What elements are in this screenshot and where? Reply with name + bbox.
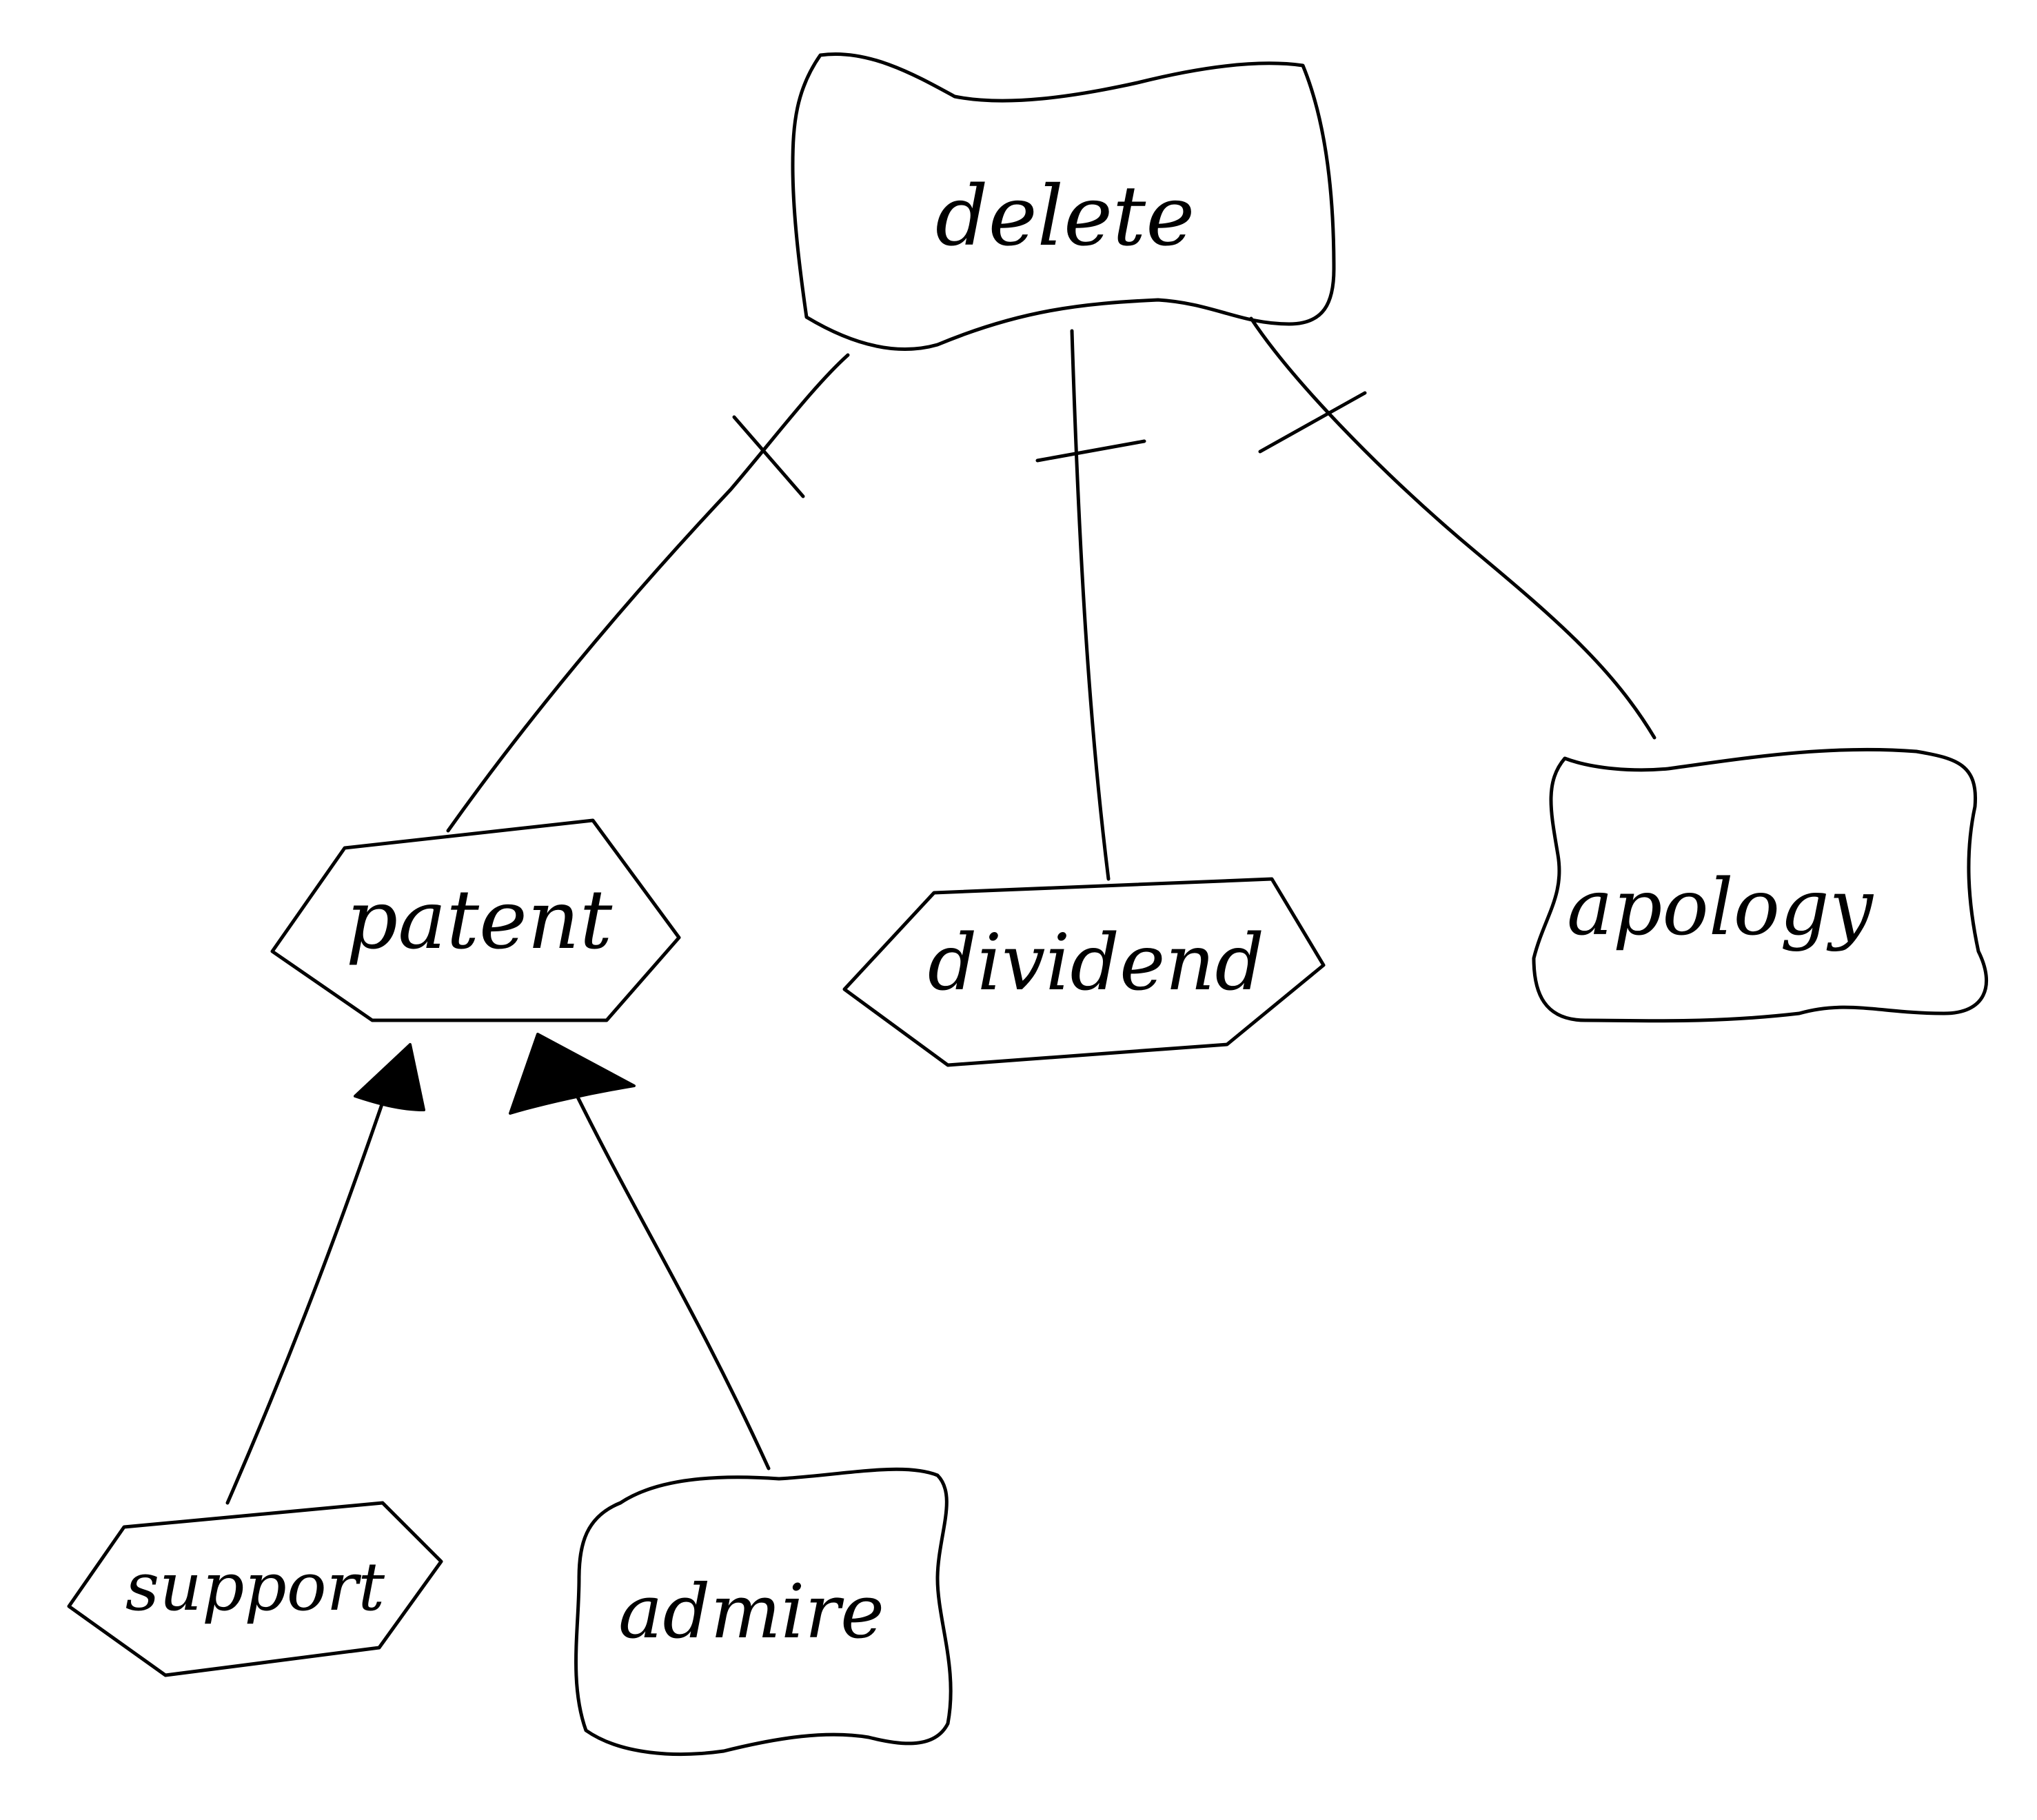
node-dividend-label: dividend — [928, 918, 1264, 1008]
node-apology-label: apology — [1567, 863, 1874, 953]
edge-crossbar-dividend — [1035, 439, 1146, 463]
node-patent: patent — [270, 818, 681, 1022]
edge-support-patent — [225, 1043, 425, 1505]
node-dividend: dividend — [842, 877, 1326, 1067]
arrowhead-support — [354, 1043, 425, 1111]
edge-crossbar-patent — [732, 415, 805, 498]
edge-delete-dividend — [1035, 329, 1146, 881]
node-delete: delete — [791, 52, 1336, 351]
node-support-label: support — [125, 1548, 385, 1626]
arrowhead-admire — [509, 1033, 636, 1115]
edge-delete-patent — [446, 353, 850, 833]
node-admire-label: admire — [618, 1569, 884, 1655]
edge-crossbar-apology — [1258, 391, 1367, 454]
edge-delete-apology — [1249, 316, 1656, 740]
node-delete-label: delete — [935, 169, 1195, 265]
node-admire: admire — [574, 1467, 953, 1757]
node-support: support — [67, 1501, 443, 1677]
node-patent-label: patent — [346, 872, 613, 967]
edge-admire-patent — [509, 1033, 771, 1470]
node-apology: apology — [1532, 747, 1989, 1023]
